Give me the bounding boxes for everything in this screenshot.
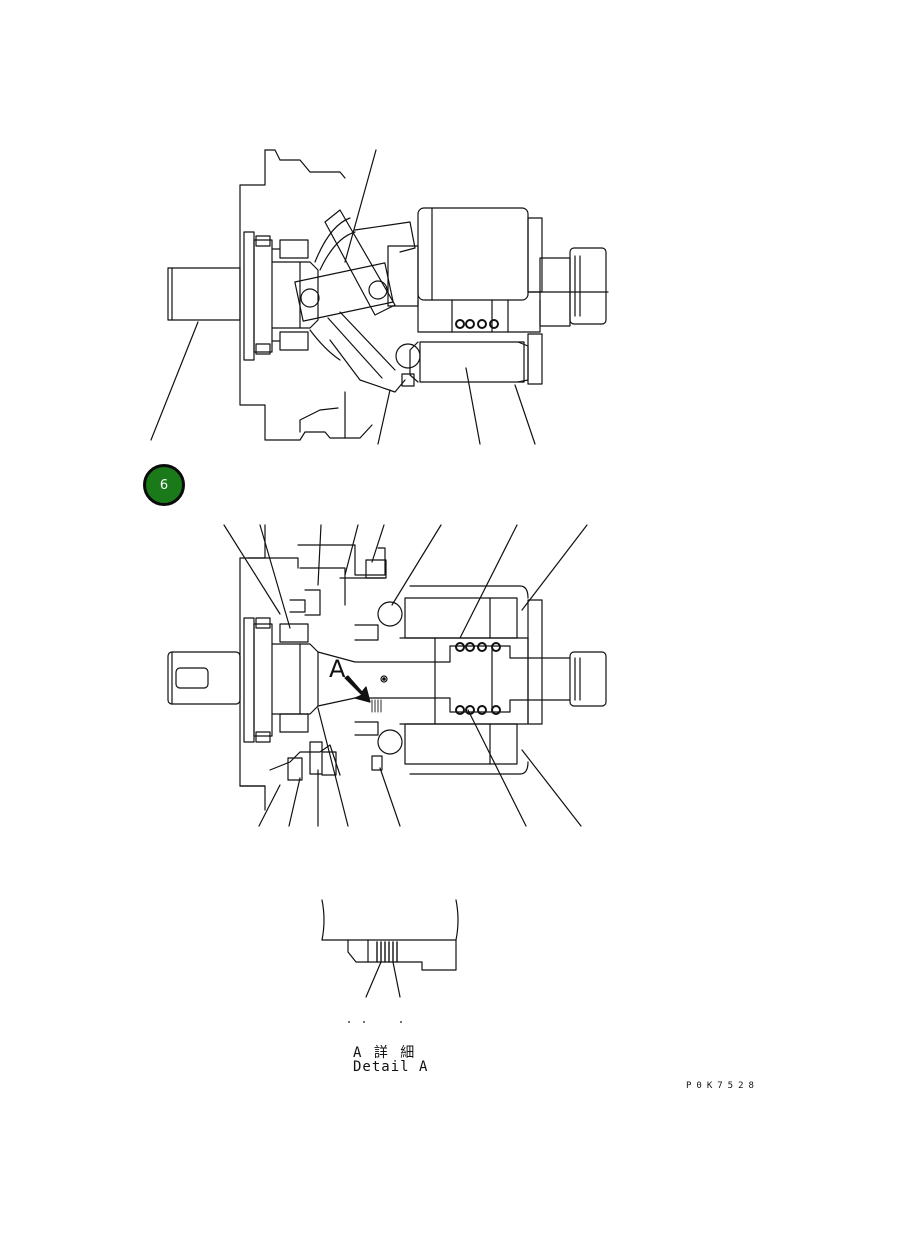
middle-section-view — [167, 524, 607, 811]
top-view-leader-lines — [150, 149, 536, 445]
top-exterior-view — [167, 149, 609, 441]
callout-number-badge[interactable]: 6 — [143, 464, 185, 506]
arrow-down-right-icon — [344, 675, 371, 703]
drawing-number: P0K7528 — [686, 1081, 759, 1091]
middle-view-leader-lines — [223, 524, 588, 827]
detail-caption-english: Detail A — [353, 1059, 429, 1075]
detail-marker-label: A — [329, 655, 346, 683]
detail-caption-japanese: A 詳 細 — [353, 1045, 417, 1061]
detail-a-view — [321, 899, 459, 1023]
